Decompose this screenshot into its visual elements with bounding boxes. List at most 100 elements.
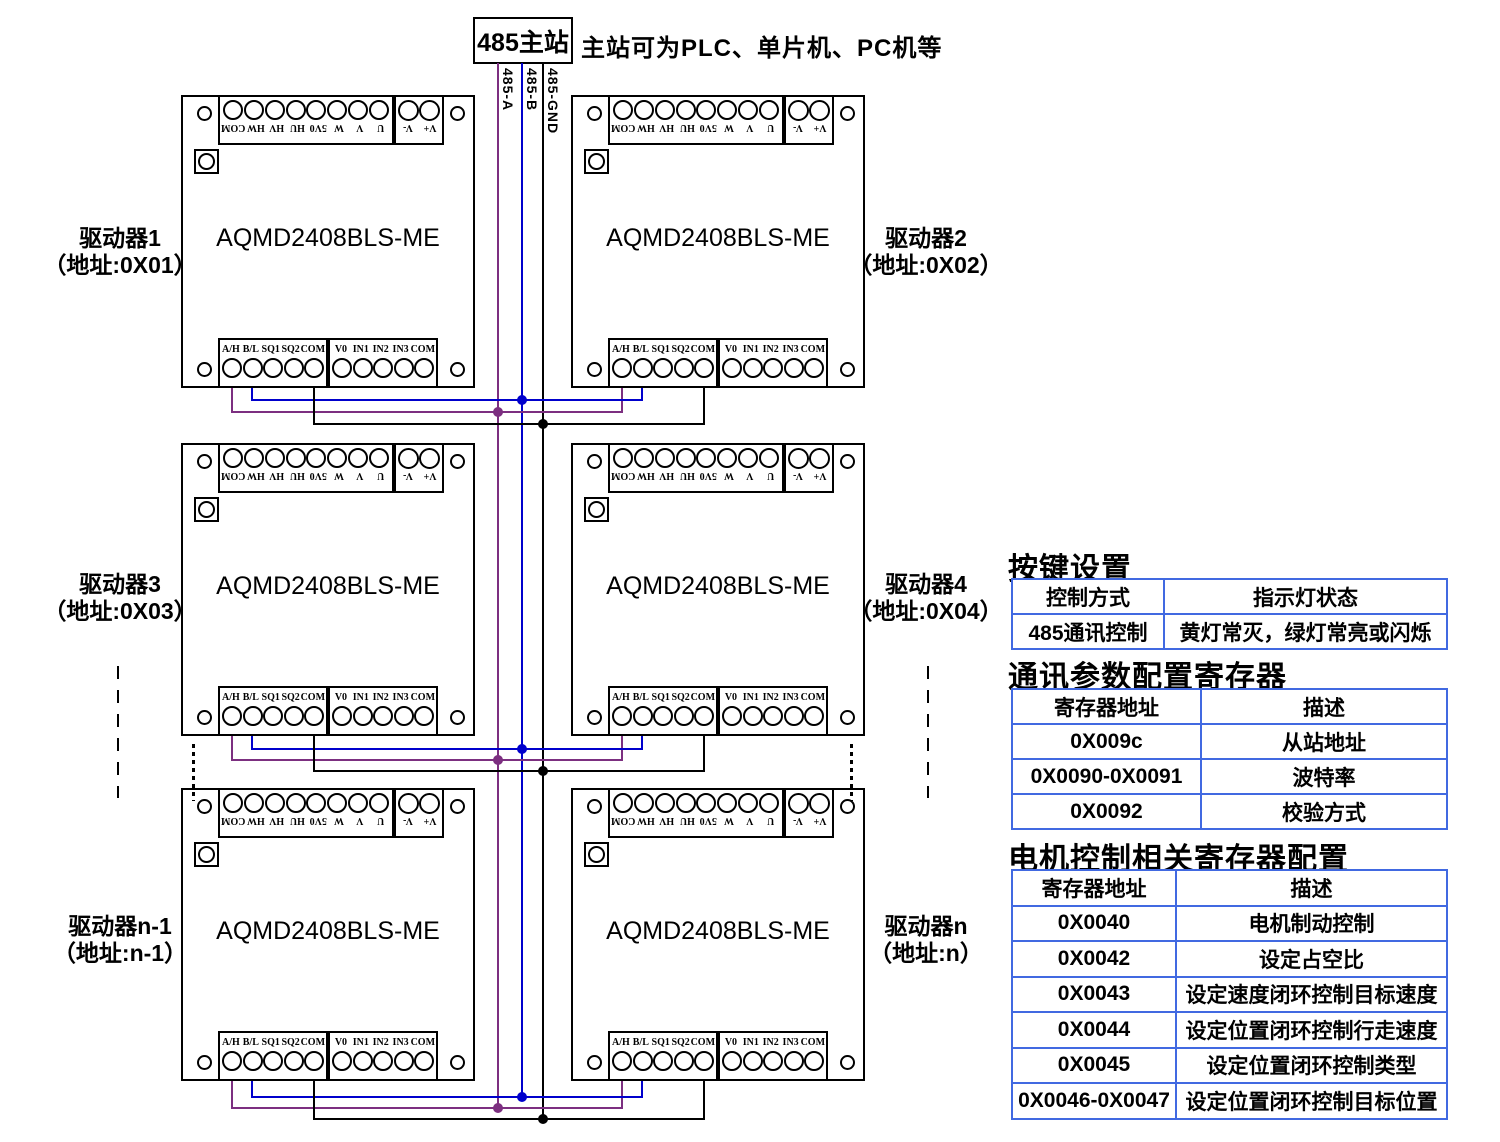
terminal-label: V bbox=[356, 470, 364, 481]
terminal-label: 5V0 bbox=[309, 122, 327, 133]
terminal-circle bbox=[222, 358, 242, 378]
driver-address: （地址:n-1） bbox=[52, 940, 188, 966]
mounting-hole-icon bbox=[587, 106, 602, 121]
terminal-label: V0 bbox=[334, 1037, 348, 1048]
terminal-label: V0 bbox=[334, 344, 348, 355]
terminal-label: U bbox=[376, 815, 385, 826]
stub-wire-a bbox=[231, 736, 233, 761]
terminal-label: SQ1 bbox=[651, 692, 670, 703]
power-terminal-block: V+V- bbox=[784, 95, 834, 145]
terminal-circle bbox=[368, 793, 389, 813]
terminal-circle bbox=[758, 793, 779, 813]
tie-wire-a bbox=[231, 1107, 623, 1109]
terminal-circle bbox=[243, 100, 264, 120]
stub-wire-b bbox=[251, 388, 253, 401]
mounting-hole-icon bbox=[840, 799, 855, 814]
mounting-hole-icon bbox=[587, 799, 602, 814]
terminal-circle bbox=[223, 100, 243, 120]
terminal-label: COM bbox=[800, 344, 826, 355]
terminal-circle bbox=[283, 706, 304, 726]
terminal-circle bbox=[613, 448, 633, 468]
mounting-hole-icon bbox=[587, 710, 602, 725]
mounting-hole-icon bbox=[840, 362, 855, 377]
terminal-label: IN1 bbox=[742, 1037, 759, 1048]
terminal-label: V- bbox=[403, 815, 413, 826]
terminal-circle bbox=[722, 706, 742, 726]
terminal-label: IN1 bbox=[742, 344, 759, 355]
terminal-circle bbox=[758, 100, 779, 120]
terminal-circle bbox=[612, 358, 632, 378]
terminal-label: IN2 bbox=[372, 692, 389, 703]
terminal-circle bbox=[368, 448, 389, 468]
terminal-circle bbox=[758, 448, 779, 468]
terminal-circle bbox=[738, 793, 759, 813]
terminal-label: COM bbox=[220, 470, 246, 481]
terminal-circle bbox=[654, 793, 675, 813]
terminal-circle bbox=[809, 100, 830, 121]
description-cell: 描述 bbox=[1290, 877, 1333, 901]
terminal-circle bbox=[653, 1051, 673, 1071]
tie-wire-b bbox=[251, 1096, 643, 1098]
terminal-label: HU bbox=[289, 470, 305, 481]
terminal-label: U bbox=[766, 815, 775, 826]
terminal-label: IN3 bbox=[392, 344, 409, 355]
terminal-label: IN1 bbox=[352, 344, 369, 355]
mounting-hole-icon bbox=[450, 710, 465, 725]
terminal-circle bbox=[242, 1051, 263, 1071]
terminal-label: HV bbox=[659, 815, 675, 826]
terminal-label: V bbox=[746, 470, 754, 481]
module-title: AQMD2408BLS-ME bbox=[216, 224, 440, 252]
terminal-circle bbox=[242, 706, 263, 726]
terminal-label: SQ1 bbox=[261, 344, 280, 355]
mounting-hole-icon bbox=[450, 1055, 465, 1070]
terminal-label: A/H bbox=[222, 692, 240, 703]
terminal-circle bbox=[283, 1051, 304, 1071]
terminal-circle bbox=[368, 100, 389, 120]
terminal-label: COM bbox=[300, 1037, 326, 1048]
terminal-label: COM bbox=[690, 1037, 716, 1048]
stub-wire-g bbox=[313, 388, 315, 425]
terminal-label: COM bbox=[300, 344, 326, 355]
terminal-label: IN1 bbox=[352, 1037, 369, 1048]
terminal-label: SQ1 bbox=[261, 692, 280, 703]
terminal-label: SQ1 bbox=[651, 344, 670, 355]
stub-wire-b bbox=[251, 736, 253, 750]
terminal-circle bbox=[788, 793, 809, 814]
mode-button-circle bbox=[588, 501, 605, 518]
terminal-circle bbox=[414, 1051, 434, 1071]
bus-label-485-gnd: 485-GND bbox=[545, 68, 561, 135]
terminal-circle bbox=[332, 706, 352, 726]
terminal-label: U bbox=[376, 122, 385, 133]
terminal-label: 5V0 bbox=[699, 815, 717, 826]
terminal-label: COM bbox=[410, 692, 436, 703]
junction-dot-a bbox=[493, 407, 503, 417]
terminal-label: HW bbox=[636, 122, 655, 133]
terminal-circle bbox=[414, 706, 434, 726]
terminal-circle bbox=[348, 100, 369, 120]
terminal-label: A/H bbox=[612, 1037, 630, 1048]
terminal-label: IN2 bbox=[762, 1037, 779, 1048]
terminal-circle bbox=[243, 448, 264, 468]
register-address-cell: 寄存器地址 bbox=[1013, 690, 1202, 723]
terminal-label: W bbox=[334, 470, 345, 481]
terminal-label: W bbox=[724, 122, 735, 133]
terminal-label: V+ bbox=[813, 815, 827, 826]
terminal-label: HU bbox=[289, 122, 305, 133]
terminal-circle bbox=[633, 448, 654, 468]
mode-button bbox=[584, 497, 609, 522]
mounting-hole-icon bbox=[587, 454, 602, 469]
terminal-circle bbox=[804, 358, 824, 378]
terminal-circle bbox=[763, 706, 783, 726]
terminal-label: IN3 bbox=[392, 692, 409, 703]
terminal-label: COM bbox=[410, 1037, 436, 1048]
table-header-row: 控制方式指示灯状态 bbox=[1013, 580, 1446, 613]
